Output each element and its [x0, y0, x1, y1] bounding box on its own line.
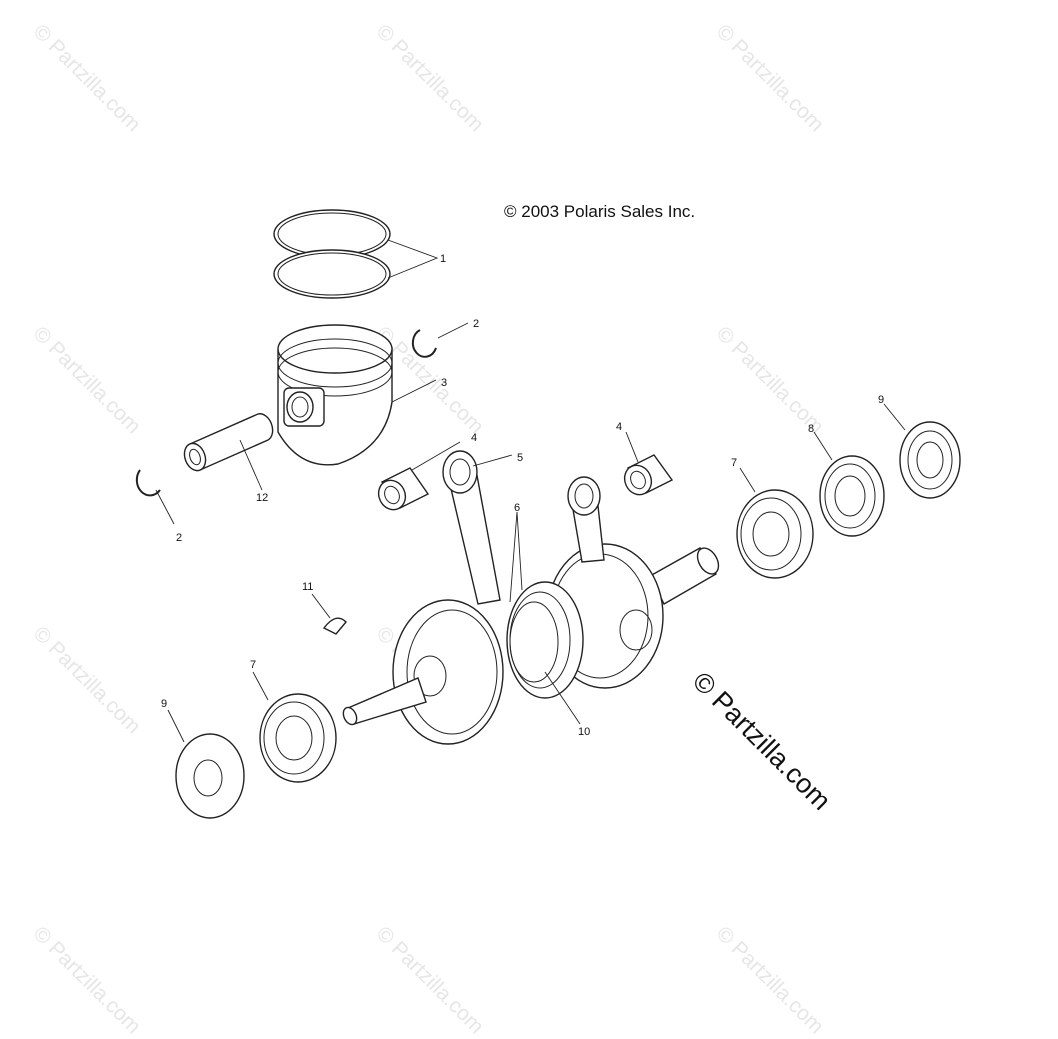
piston-rings[interactable] [273, 209, 391, 299]
main-bearing-left[interactable] [259, 693, 337, 783]
callout-6: 6 [514, 502, 520, 514]
callout-7-right: 7 [731, 457, 737, 469]
needle-bearing-right[interactable] [620, 454, 674, 499]
leader-lines [155, 239, 906, 743]
callout-5: 5 [517, 452, 523, 464]
callout-9-right: 9 [878, 394, 884, 406]
callout-7-left: 7 [250, 659, 256, 671]
callout-12: 12 [256, 492, 268, 504]
woodruff-key[interactable] [322, 617, 347, 635]
callout-10: 10 [578, 726, 590, 738]
oil-seal-right[interactable] [899, 421, 961, 499]
crankshaft-assembly[interactable] [341, 450, 723, 745]
callout-11: 11 [302, 581, 313, 593]
callout-2-upper: 2 [473, 318, 479, 330]
circlip-upper[interactable] [411, 329, 437, 358]
callouts: 1 2 2 3 4 4 5 6 7 7 8 9 9 10 11 12 [161, 253, 884, 738]
callout-1: 1 [440, 253, 446, 265]
needle-bearing-left[interactable] [374, 467, 430, 514]
seal-right[interactable] [819, 455, 885, 537]
callout-8: 8 [808, 423, 814, 435]
callout-4-right: 4 [616, 421, 622, 433]
piston[interactable] [277, 324, 393, 466]
callout-9-left: 9 [161, 698, 167, 710]
wrist-pin[interactable] [181, 413, 274, 474]
callout-3: 3 [441, 377, 447, 389]
oil-seal-left[interactable] [175, 733, 245, 819]
circlip-lower[interactable] [135, 469, 161, 497]
callout-2-lower: 2 [176, 532, 182, 544]
main-bearing-right[interactable] [736, 489, 814, 579]
callout-4-left: 4 [471, 432, 477, 444]
copyright-text: © 2003 Polaris Sales Inc. [504, 202, 696, 221]
